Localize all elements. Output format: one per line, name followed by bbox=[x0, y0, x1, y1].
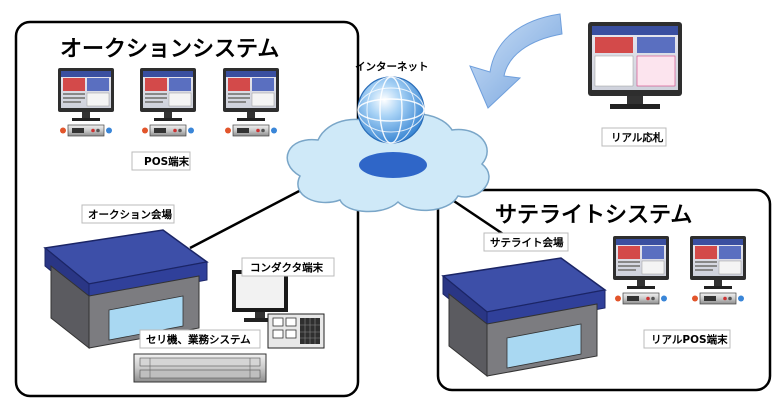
satellite-hall-label-box bbox=[483, 232, 569, 252]
auction-hall-label-box bbox=[81, 204, 175, 224]
real-bid-terminal[interactable] bbox=[588, 22, 682, 109]
pos-terminal-label: POS端末 bbox=[144, 155, 190, 168]
real-bid-label-box bbox=[601, 127, 667, 147]
satellite-hall-label: サテライト会場 bbox=[490, 236, 564, 249]
conductor-terminal[interactable] bbox=[232, 270, 325, 349]
internet-hole bbox=[359, 152, 427, 178]
curved-arrow-icon bbox=[469, 13, 563, 109]
pos-terminal-3[interactable] bbox=[222, 67, 280, 137]
conductor-terminal-label: コンダクタ端末 bbox=[250, 261, 324, 274]
real-pos-terminal-2[interactable] bbox=[689, 235, 747, 305]
satellite-hall-building[interactable] bbox=[442, 257, 606, 377]
pos-terminal-1[interactable] bbox=[57, 67, 115, 137]
pos-terminal-label-box bbox=[131, 151, 191, 171]
real-pos-terminal-label-box bbox=[643, 329, 731, 349]
real-bid-label: リアル応札 bbox=[611, 131, 664, 144]
seri-machine-label-box bbox=[139, 329, 261, 349]
conductor-terminal-label-box bbox=[241, 257, 335, 277]
auction-hall-label: オークション会場 bbox=[88, 208, 172, 221]
seri-machine-label: セリ機、業務システム bbox=[146, 333, 251, 346]
rack-server[interactable] bbox=[133, 353, 267, 383]
link-auction-internet bbox=[189, 186, 306, 250]
real-pos-terminal-1[interactable] bbox=[612, 235, 670, 305]
auction-system-title: オークションシステム bbox=[60, 37, 279, 62]
pos-terminal-2[interactable] bbox=[139, 67, 197, 137]
internet-label: インターネット bbox=[355, 61, 429, 73]
satellite-system-frame bbox=[436, 188, 772, 392]
globe-icon bbox=[357, 76, 425, 144]
real-pos-terminal-label: リアルPOS端末 bbox=[651, 333, 728, 346]
satellite-system-title: サテライトシステム bbox=[495, 203, 692, 228]
